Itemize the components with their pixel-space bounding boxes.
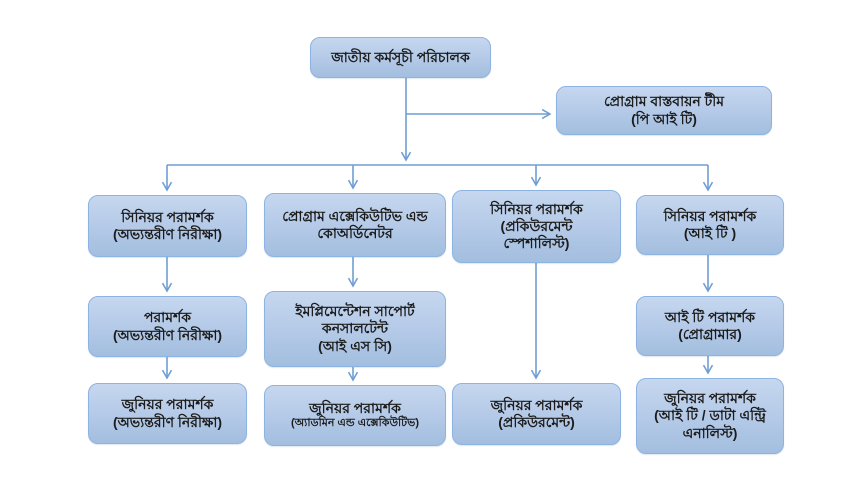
node-label: সিনিয়র পরামর্শক [121, 208, 214, 225]
node-label: জুনিয়র পরামর্শক [664, 390, 756, 407]
node-national-program-director: জাতীয় কর্মসূচী পরিচালক [310, 37, 491, 78]
node-program-implementation-team: প্রোগ্রাম বাস্তবায়ন টীম (পি আই টি) [556, 86, 772, 135]
node-label: কোঅর্ডিনেটর [317, 225, 393, 241]
node-label: কনসালটেন্ট [321, 320, 389, 337]
node-label: জুনিয়র পরামর্শক [490, 396, 583, 413]
node-label: (অভ্যন্তরীণ নিরীক্ষা) [112, 326, 223, 343]
node-implementation-support-consultant: ইমপ্লিমেন্টেশন সাপোর্ট কনসালটেন্ট (আই এস… [264, 291, 446, 367]
node-consultant-internal-audit: পরামর্শক (অভ্যন্তরীণ নিরীক্ষা) [88, 296, 247, 357]
node-label: জাতীয় কর্মসূচী পরিচালক [331, 48, 470, 65]
node-label: (প্রকিউরমেন্ট [500, 217, 573, 234]
node-label: (প্রোগ্রামার) [678, 326, 742, 342]
node-program-executive-and-coordinator: প্রোগ্রাম এক্সেকিউটিভ এন্ড কোঅর্ডিনেটর [264, 193, 446, 257]
node-label: সিনিয়র পরামর্শক [663, 207, 757, 224]
node-label: এনালিস্ট) [682, 424, 738, 441]
node-label: জুনিয়র পরামর্শক [309, 400, 401, 417]
node-label: জুনিয়র পরামর্শক [121, 396, 214, 413]
node-senior-consultant-internal-audit: সিনিয়র পরামর্শক (অভ্যন্তরীণ নিরীক্ষা) [88, 195, 247, 257]
node-label: সিনিয়র পরামর্শক [490, 200, 583, 217]
node-it-consultant-programmer: আই টি পরামর্শক (প্রোগ্রামার) [636, 296, 784, 356]
node-label: (আই টি ) [683, 225, 737, 241]
node-senior-consultant-procurement-specialist: সিনিয়র পরামর্শক (প্রকিউরমেন্ট স্পেশালিস… [452, 190, 621, 263]
node-senior-consultant-it: সিনিয়র পরামর্শক (আই টি ) [636, 195, 784, 255]
node-label: প্রোগ্রাম বাস্তবায়ন টীম [603, 93, 725, 110]
node-label: ইমপ্লিমেন্টেশন সাপোর্ট [295, 303, 415, 320]
node-junior-consultant-it-data-entry-analyst: জুনিয়র পরামর্শক (আই টি / ডাটা এন্ট্রি এ… [636, 378, 784, 454]
node-junior-consultant-internal-audit: জুনিয়র পরামর্শক (অভ্যন্তরীণ নিরীক্ষা) [88, 383, 247, 444]
node-junior-consultant-admin-and-executive: জুনিয়র পরামর্শক (অ্যাডমিন এন্ড এক্সেকিউ… [264, 385, 446, 446]
node-label: (আই এস সি) [318, 337, 392, 354]
node-label: (অ্যাডমিন এন্ড এক্সেকিউটিভ) [290, 417, 420, 430]
node-junior-consultant-procurement: জুনিয়র পরামর্শক (প্রকিউরমেন্ট) [452, 383, 621, 445]
node-label: (অভ্যন্তরীণ নিরীক্ষা) [112, 413, 223, 430]
node-label: (প্রকিউরমেন্ট) [498, 414, 575, 430]
node-label: পরামর্শক [143, 309, 192, 326]
node-label: (অভ্যন্তরীণ নিরীক্ষা) [112, 226, 223, 242]
node-label: (পি আই টি) [631, 110, 697, 127]
node-label: স্পেশালিস্ট) [503, 235, 570, 252]
node-label: (আই টি / ডাটা এন্ট্রি [654, 407, 766, 424]
node-label: আই টি পরামর্শক [664, 308, 756, 325]
node-label: প্রোগ্রাম এক্সেকিউটিভ এন্ড [282, 207, 428, 224]
